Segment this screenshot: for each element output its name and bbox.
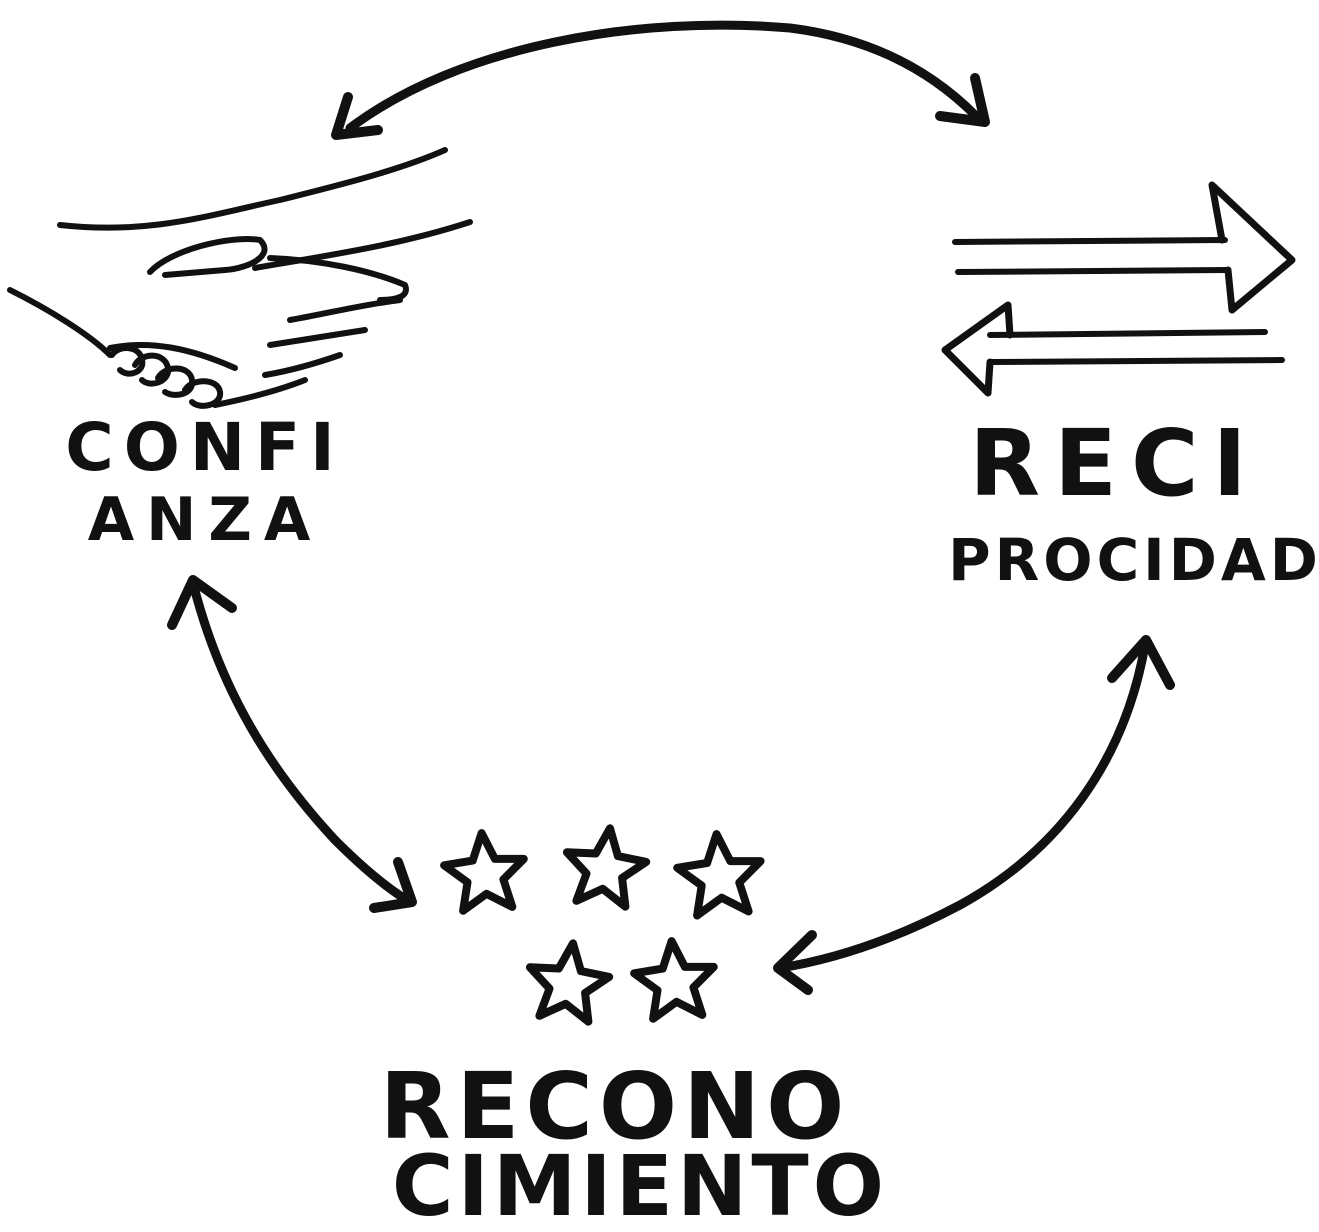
arrow-confianza-reconocimiento bbox=[167, 575, 417, 913]
star-icon bbox=[562, 824, 651, 911]
confianza-label-line2: ANZA bbox=[88, 485, 323, 555]
exchange-arrows-icon bbox=[941, 181, 1296, 397]
star-icon bbox=[630, 937, 718, 1023]
arrow-reciprocidad-reconocimiento bbox=[773, 635, 1175, 995]
connections bbox=[167, 20, 1175, 995]
star-icon bbox=[525, 939, 614, 1026]
arrowhead-bottom bbox=[773, 930, 817, 995]
star-icon bbox=[440, 829, 528, 915]
confianza-label-line1: CONFI bbox=[65, 409, 344, 486]
stars-icon bbox=[440, 824, 765, 1026]
reconocimiento-label-line1: RECONO bbox=[380, 1053, 851, 1160]
node-reciprocidad: RECI PROCIDAD bbox=[948, 410, 1319, 594]
reciprocidad-label-line2: PROCIDAD bbox=[948, 526, 1319, 594]
arrowhead-top bbox=[1107, 635, 1175, 690]
arrowhead-top bbox=[167, 575, 237, 630]
node-confianza: CONFI ANZA bbox=[65, 409, 344, 555]
reconocimiento-label-line2: CIMIENTO bbox=[392, 1137, 888, 1232]
reciprocidad-label-line1: RECI bbox=[969, 410, 1260, 517]
arrow-confianza-reciprocidad bbox=[331, 20, 990, 140]
star-icon bbox=[673, 830, 765, 920]
handshake-icon bbox=[7, 147, 473, 409]
arrowhead-left bbox=[331, 92, 383, 140]
arrowhead-bottom bbox=[369, 857, 417, 913]
arrowhead-right bbox=[935, 73, 990, 127]
node-reconocimiento: RECONO CIMIENTO bbox=[380, 1053, 888, 1232]
